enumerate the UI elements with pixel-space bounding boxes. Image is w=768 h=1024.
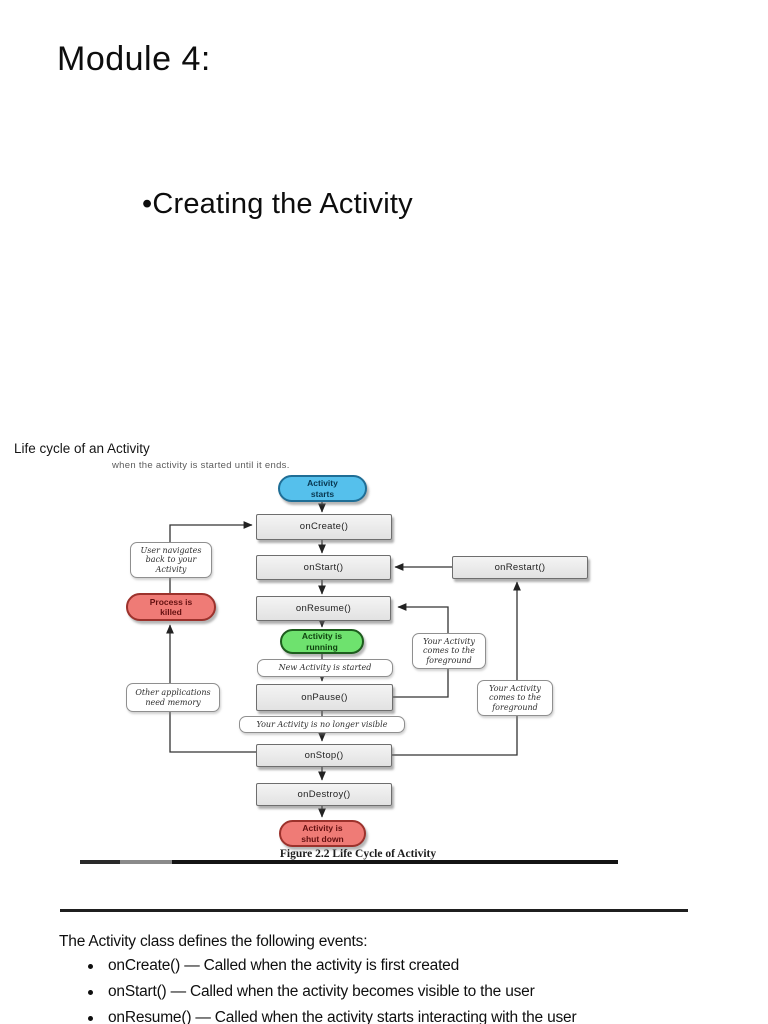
label-other-apps-memory: Other applications need memory <box>126 683 220 712</box>
horizontal-rule-figure <box>80 860 618 864</box>
list-item: onCreate() — Called when the activity is… <box>88 957 576 983</box>
node-activity-starts: Activity starts <box>278 475 367 502</box>
figure-intro-text: when the activity is started until it en… <box>112 460 290 471</box>
page-title: Module 4: <box>57 40 211 78</box>
label-user-navigates: User navigates back to your Activity <box>130 542 212 578</box>
event-onresume: onResume() — Called when the activity st… <box>108 1009 577 1024</box>
label-new-activity-started: New Activity is started <box>257 659 393 677</box>
bullet-dot <box>88 1016 93 1021</box>
node-process-killed: Process is killed <box>126 593 216 621</box>
node-onrestart: onRestart() <box>452 556 588 579</box>
node-onstop: onStop() <box>256 744 392 767</box>
label-foreground-top: Your Activity comes to the foreground <box>412 633 486 669</box>
section-label: Life cycle of an Activity <box>14 441 150 456</box>
node-activity-running: Activity is running <box>280 629 364 654</box>
event-oncreate: onCreate() — Called when the activity is… <box>108 957 460 974</box>
slide-bullet-title: •Creating the Activity <box>142 188 413 220</box>
horizontal-rule-section <box>60 909 688 912</box>
events-intro: The Activity class defines the following… <box>59 933 368 950</box>
label-no-longer-visible: Your Activity is no longer visible <box>239 716 405 733</box>
bullet-dot <box>88 964 93 969</box>
node-activity-shut-down: Activity is shut down <box>279 820 366 847</box>
node-onresume: onResume() <box>256 596 391 621</box>
events-list: onCreate() — Called when the activity is… <box>88 957 577 1024</box>
list-item: onResume() — Called when the activity st… <box>88 1009 577 1024</box>
event-onstart: onStart() — Called when the activity bec… <box>108 983 535 1000</box>
bullet-dot <box>88 990 93 995</box>
node-onstart: onStart() <box>256 555 391 580</box>
node-oncreate: onCreate() <box>256 514 392 540</box>
list-item: onStart() — Called when the activity bec… <box>88 983 576 1009</box>
node-onpause: onPause() <box>256 684 393 711</box>
figure-caption: Figure 2.2 Life Cycle of Activity <box>279 848 437 860</box>
node-ondestroy: onDestroy() <box>256 783 392 806</box>
label-foreground-right: Your Activity comes to the foreground <box>477 680 553 716</box>
